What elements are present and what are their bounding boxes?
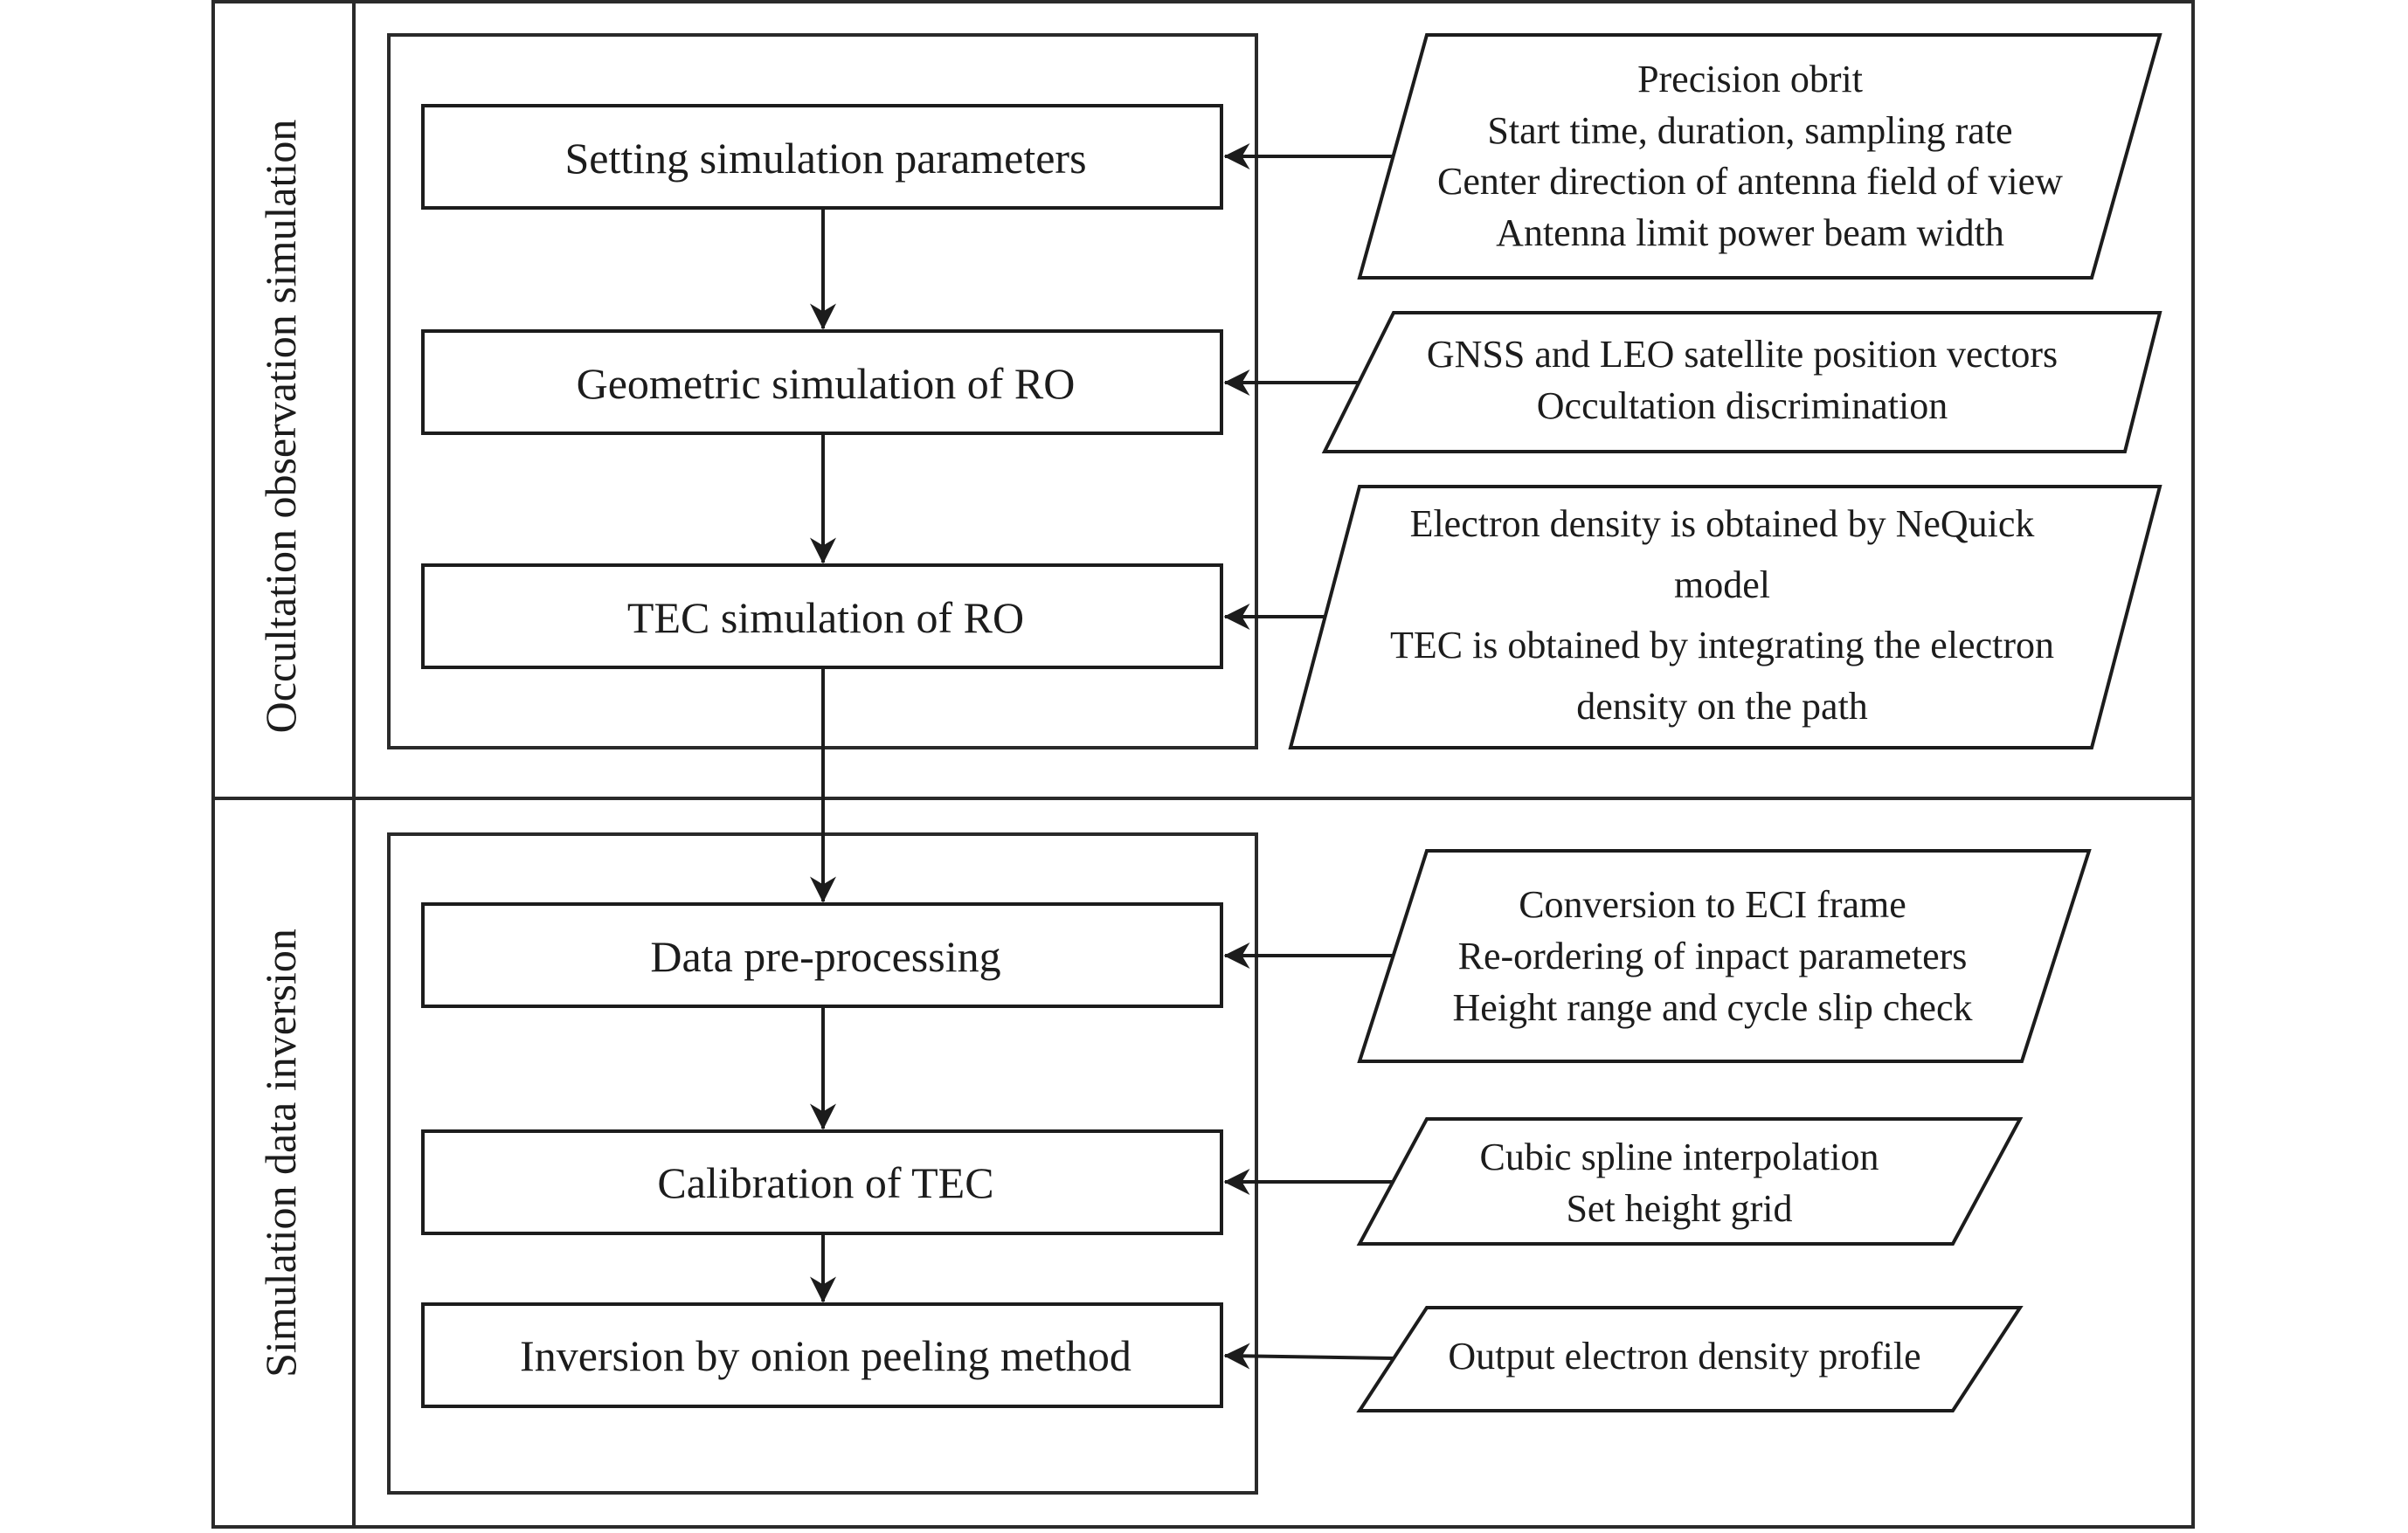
step-tec-simulation: TEC simulation of RO — [421, 563, 1223, 669]
input-line: GNSS and LEO satellite position vectors — [1427, 333, 2058, 376]
section-label-observation: Occultation observation simulation — [256, 120, 305, 734]
step-geometric-simulation: Geometric simulation of RO — [421, 329, 1223, 435]
input-line: density on the path — [1576, 685, 1868, 728]
step-label: Setting simulation parameters — [564, 134, 1086, 183]
input-line: Re-ordering of inpact parameters — [1458, 935, 1968, 977]
input-line: Start time, duration, sampling rate — [1487, 109, 2012, 152]
input-line: model — [1674, 563, 1770, 606]
input-output-profile: Output electron density profile — [1356, 1306, 2024, 1412]
step-label: Inversion by onion peeling method — [520, 1331, 1131, 1380]
input-calibration: Cubic spline interpolation Set height gr… — [1356, 1117, 2024, 1246]
arrow-input6 — [1223, 1343, 1394, 1370]
input-line: Cubic spline interpolation — [1479, 1136, 1879, 1178]
input-line: Conversion to ECI frame — [1519, 883, 1906, 926]
inputs: Precision obrit Start time, duration, sa… — [1288, 33, 2162, 1412]
step-label: Data pre-processing — [650, 932, 1000, 981]
step-label: TEC simulation of RO — [627, 593, 1024, 642]
section-label-inversion: Simulation data inversion — [256, 929, 305, 1378]
input-preprocessing: Conversion to ECI frame Re-ordering of i… — [1357, 849, 2092, 1063]
input-line: Electron density is obtained by NeQuick — [1410, 502, 2035, 545]
input-electron-density: Electron density is obtained by NeQuick … — [1288, 485, 2162, 749]
outer-frame — [211, 0, 2195, 1529]
input-line: Antenna limit power beam width — [1496, 211, 2004, 254]
input-line: Center direction of antenna field of vie… — [1437, 160, 2063, 203]
input-line: TEC is obtained by integrating the elect… — [1390, 624, 2054, 666]
input-arrows — [1223, 143, 1394, 1370]
step-calibration-tec: Calibration of TEC — [421, 1129, 1223, 1235]
input-line: Set height grid — [1566, 1187, 1792, 1230]
input-line: Occultation discrimination — [1537, 384, 1948, 427]
input-line: Height range and cycle slip check — [1453, 986, 1973, 1029]
input-satellite-geometry: GNSS and LEO satellite position vectors … — [1321, 311, 2162, 453]
step-label: Geometric simulation of RO — [577, 359, 1076, 408]
input-line: Output electron density profile — [1448, 1335, 1920, 1378]
step-setting-parameters: Setting simulation parameters — [421, 104, 1223, 210]
step-label: Calibration of TEC — [657, 1158, 993, 1207]
input-line: Precision obrit — [1637, 58, 1863, 100]
step-onion-peeling: Inversion by onion peeling method — [421, 1302, 1223, 1408]
process-steps: Setting simulation parameters Geometric … — [421, 104, 1223, 1408]
input-simulation-parameters: Precision obrit Start time, duration, sa… — [1357, 33, 2162, 280]
step-data-preprocessing: Data pre-processing — [421, 902, 1223, 1008]
